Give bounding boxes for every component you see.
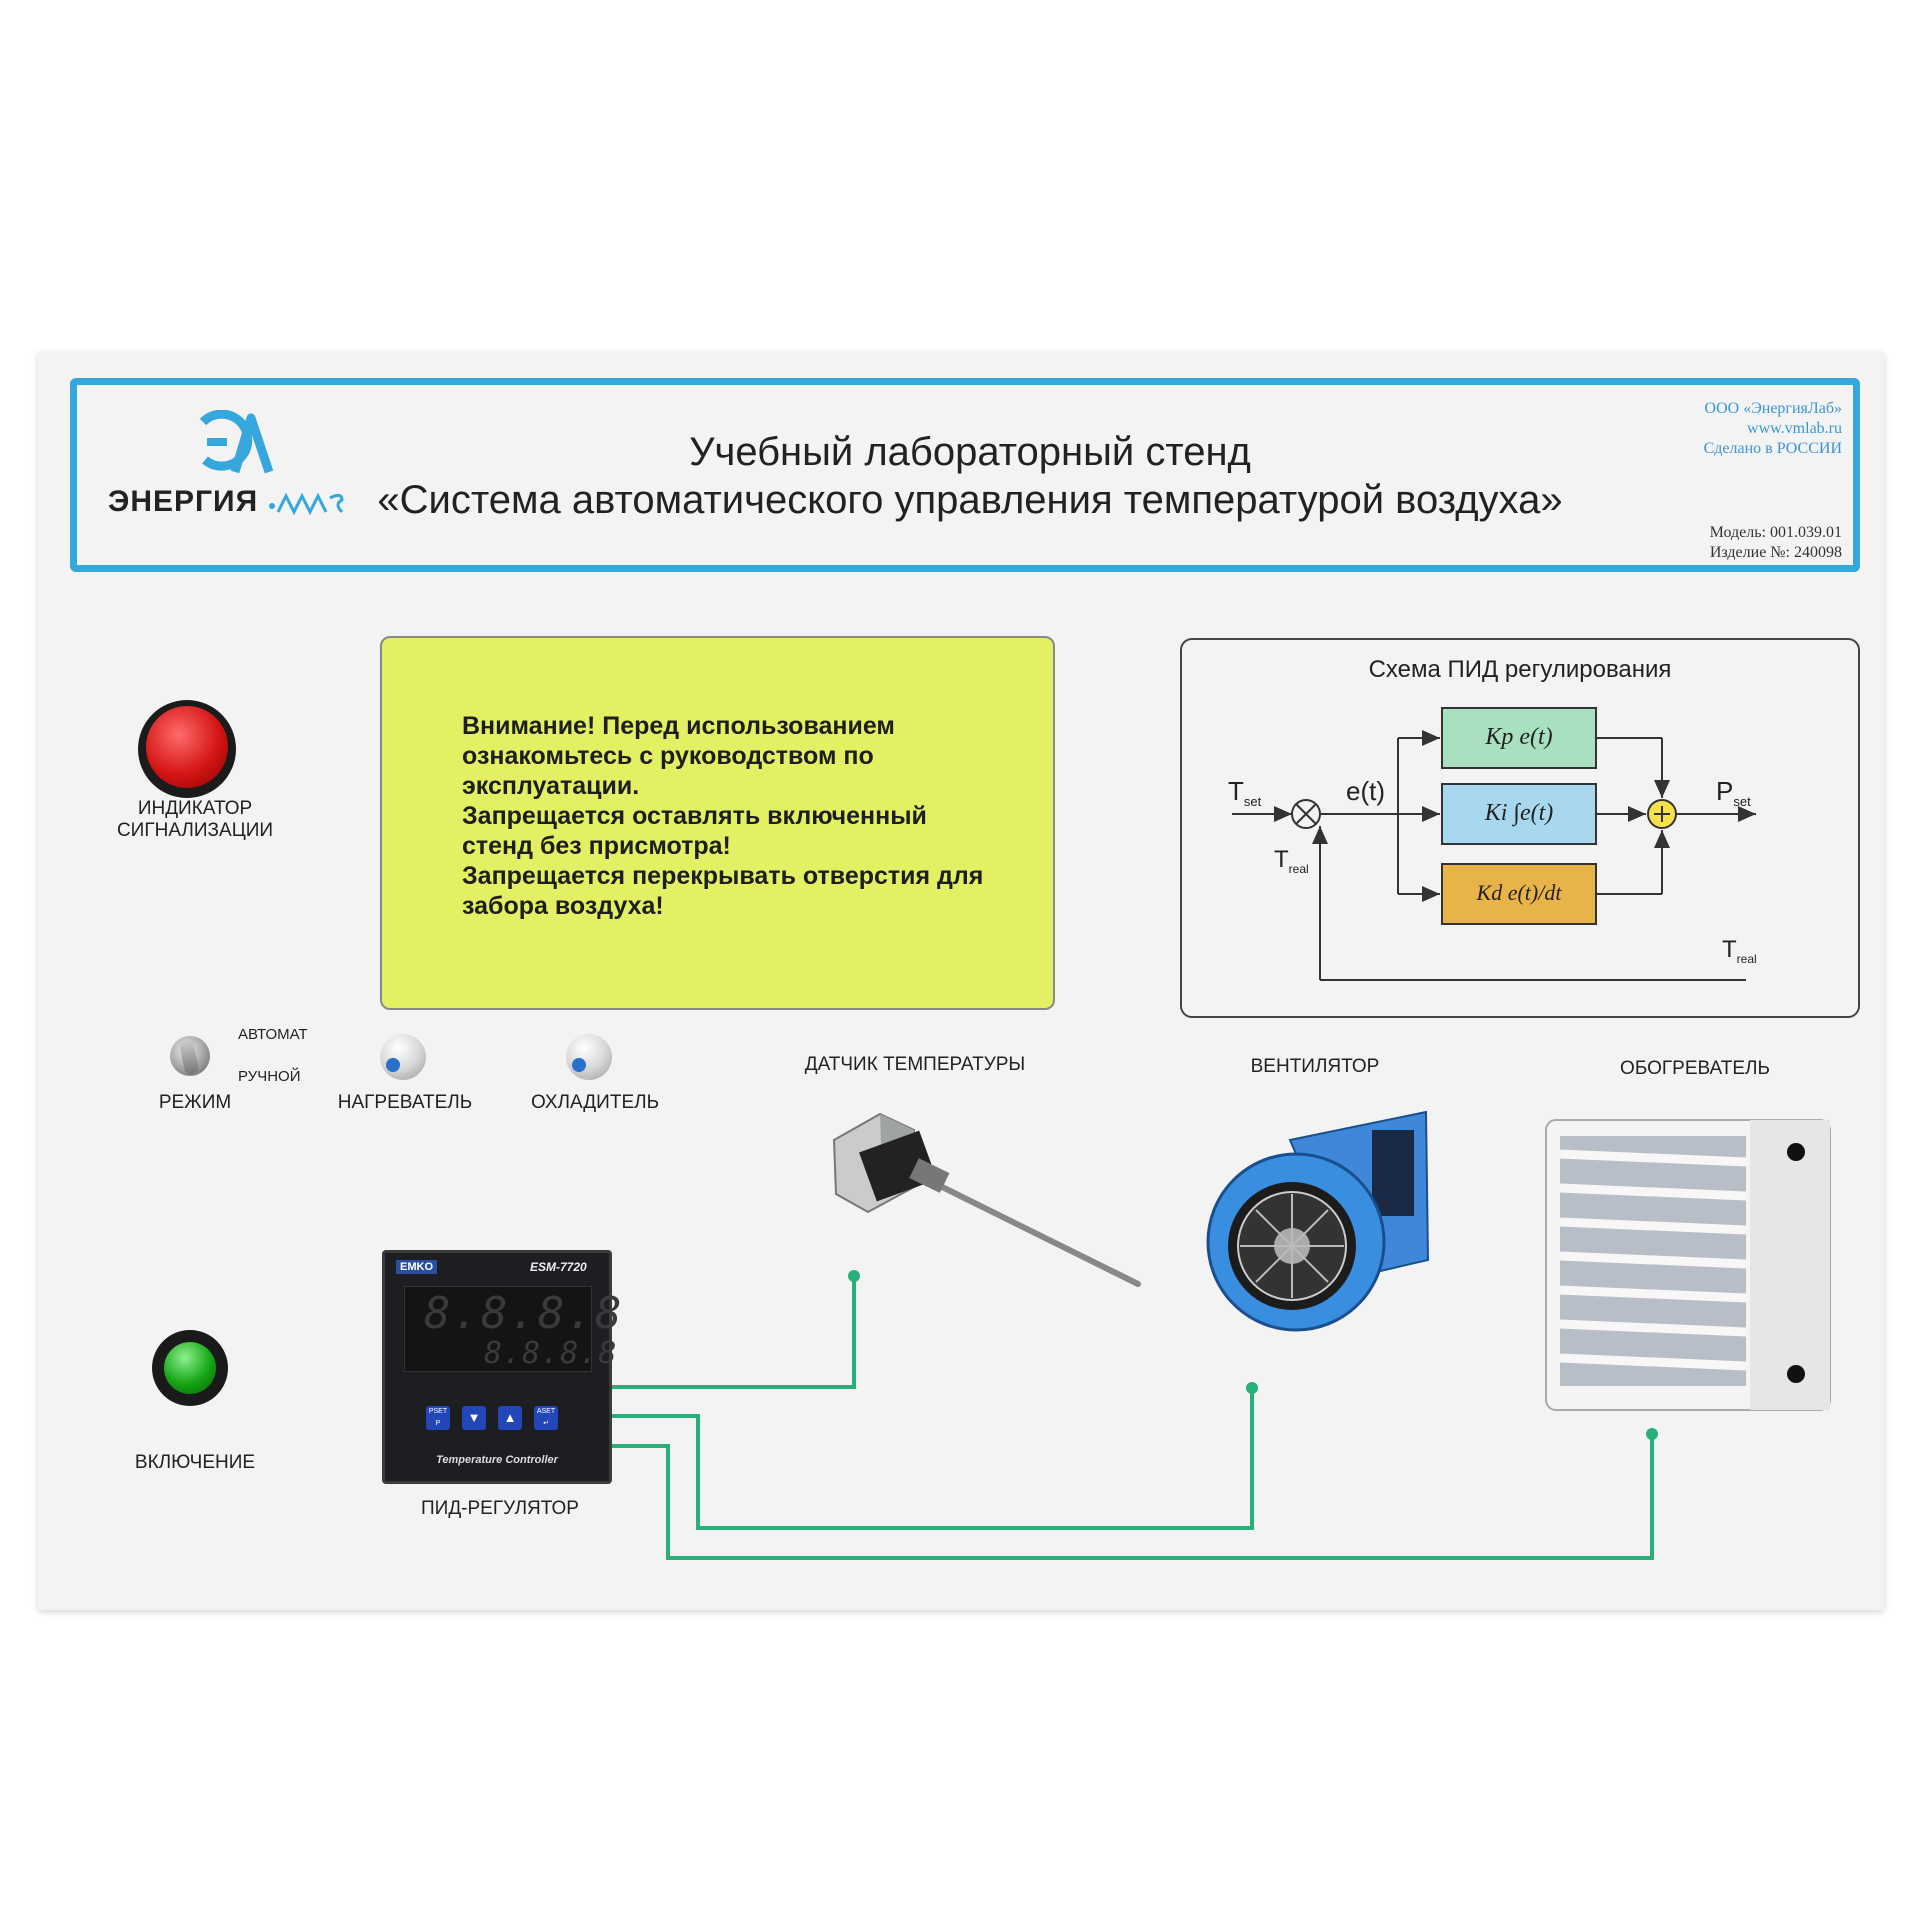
warning-line-6: Запрещается перекрывать отверстия для: [462, 862, 984, 890]
controller-display-top: 8.8.8.8: [424, 1288, 624, 1339]
power-switch-button[interactable]: [164, 1342, 216, 1394]
mode-manual-label: РУЧНОЙ: [238, 1068, 301, 1085]
pid-diagram-title: Схема ПИД регулирования: [1368, 656, 1672, 683]
heater-knob-cap: [386, 1058, 400, 1072]
wire-heater-terminal: [1646, 1428, 1658, 1440]
cooler-knob[interactable]: [566, 1034, 612, 1080]
mode-label: РЕЖИМ: [158, 1092, 232, 1113]
alarm-indicator-lamp: [146, 706, 228, 788]
alarm-label-line-1: ИНДИКАТОР: [137, 798, 253, 819]
wire-fan-terminal: [1246, 1382, 1258, 1394]
warning-line-3: эксплуатации.: [462, 772, 640, 800]
logo-text: ЭНЕРГИЯ: [108, 485, 259, 518]
sensor-label: ДАТЧИК ТЕМПЕРАТУРЫ: [804, 1054, 1026, 1075]
warning-notice: [380, 636, 1055, 1010]
wire-sensor-horizontal: [612, 1385, 856, 1389]
controller-down-button[interactable]: ▼: [462, 1406, 486, 1430]
wire-heater-out: [612, 1444, 668, 1448]
ki-formula: Ki ∫e(t): [1484, 800, 1554, 826]
warning-line-5: стенд без присмотра!: [462, 832, 731, 860]
logo-wave-icon: [269, 492, 344, 516]
kd-formula: Kd e(t)/dt: [1476, 880, 1562, 905]
company-website: www.vmlab.ru: [1747, 420, 1842, 437]
heater-knob-label: НАГРЕВАТЕЛЬ: [337, 1092, 473, 1113]
pid-controller-label: ПИД-РЕГУЛЯТОР: [421, 1498, 579, 1519]
energylab-logo-icon: [199, 410, 274, 474]
model-number: Модель: 001.039.01: [1709, 524, 1842, 541]
wire-heater-down: [666, 1444, 670, 1560]
controller-display-bottom: 8.8.8.8: [484, 1336, 618, 1371]
controller-pset-button[interactable]: PSET P: [426, 1406, 450, 1430]
wire-heater-up: [1650, 1434, 1654, 1560]
ki-block: [1441, 783, 1597, 845]
company-name: ООО «ЭнергияЛаб»: [1704, 400, 1842, 417]
wire-heater-bottom: [666, 1556, 1654, 1560]
wire-fan-bottom: [696, 1526, 1254, 1530]
alarm-label-line-2: СИГНАЛИЗАЦИИ: [116, 820, 274, 841]
warning-line-1: Внимание! Перед использованием: [462, 712, 895, 740]
heater-icon: [1545, 1119, 1831, 1411]
warning-line-7: забора воздуха!: [462, 892, 664, 920]
wire-sensor-vertical: [852, 1276, 856, 1389]
fan-label: ВЕНТИЛЯТОР: [1250, 1056, 1380, 1077]
page-title-line-2: «Система автоматического управления темп…: [377, 478, 1563, 522]
controller-aset-button[interactable]: ASET ↵: [534, 1406, 558, 1430]
warning-line-2: ознакомьтесь с руководством по: [462, 742, 874, 770]
cooler-knob-label: ОХЛАДИТЕЛЬ: [530, 1092, 660, 1113]
wire-fan-down: [696, 1414, 700, 1530]
fan-icon: [1206, 1110, 1430, 1332]
heater-knob[interactable]: [380, 1034, 426, 1080]
wire-fan-out: [612, 1414, 698, 1418]
warning-line-4: Запрещается оставлять включенный: [462, 802, 927, 830]
cooler-knob-cap: [572, 1058, 586, 1072]
wire-sensor-terminal: [848, 1270, 860, 1282]
wire-fan-up: [1250, 1388, 1254, 1530]
t-real-input-label: Treal: [1274, 846, 1309, 876]
power-label: ВКЛЮЧЕНИЕ: [134, 1452, 256, 1473]
kp-formula: Kp e(t): [1485, 724, 1553, 750]
serial-number: Изделие №: 240098: [1709, 544, 1842, 561]
t-real-feedback-label: Treal: [1722, 936, 1757, 966]
controller-display: [404, 1286, 592, 1372]
controller-brand: EMKO: [396, 1260, 437, 1274]
mode-auto-label: АВТОМАТ: [238, 1026, 308, 1043]
pid-diagram-frame: [1180, 638, 1860, 1018]
error-label: e(t): [1346, 776, 1385, 806]
kd-block: [1441, 863, 1597, 925]
t-set-label: Tset: [1228, 776, 1262, 810]
header-frame: [70, 378, 1860, 572]
p-set-label: Pset: [1716, 776, 1751, 810]
temperature-sensor-icon: [832, 1112, 1141, 1287]
controller-up-button[interactable]: ▲: [498, 1406, 522, 1430]
pid-diagram: [1232, 707, 1756, 981]
controller-footer: Temperature Controller: [436, 1454, 558, 1466]
heater-label: ОБОГРЕВАТЕЛЬ: [1620, 1058, 1770, 1079]
made-in-russia: Сделано в РОССИИ: [1703, 440, 1842, 457]
page-title-line-1: Учебный лабораторный стенд: [689, 430, 1251, 474]
controller-model: ESM-7720: [530, 1260, 587, 1274]
